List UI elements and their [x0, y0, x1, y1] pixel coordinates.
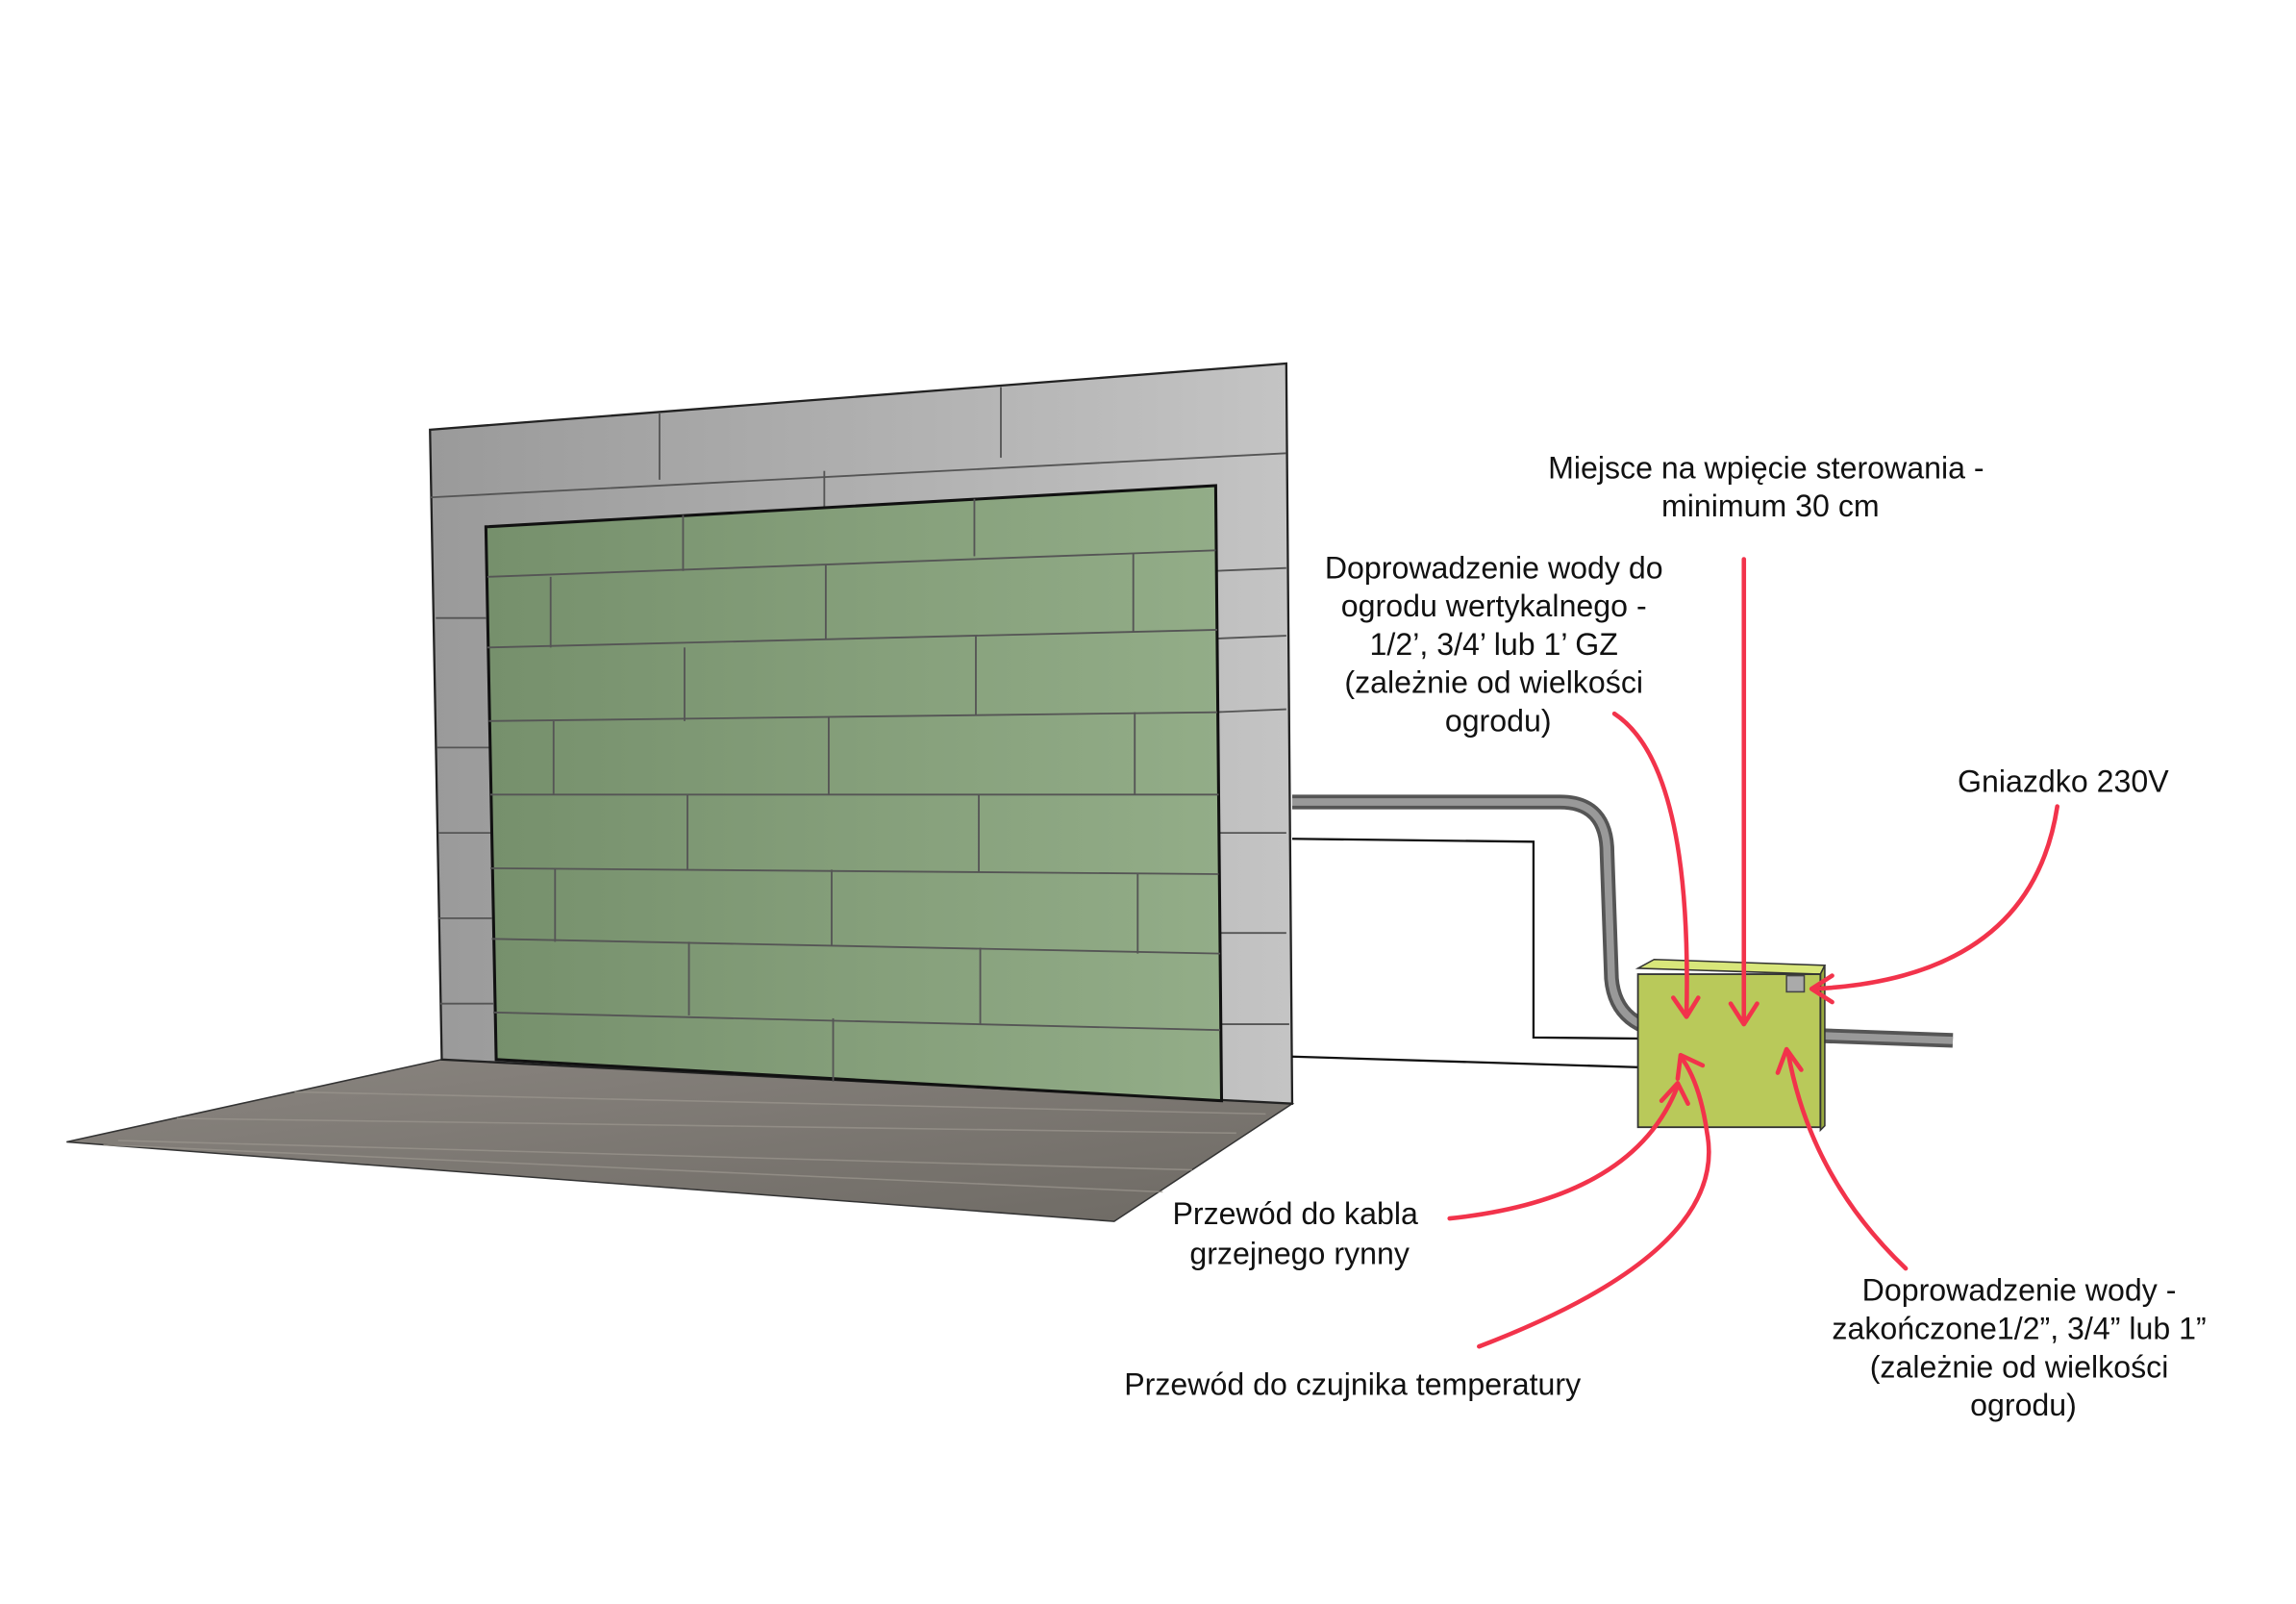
socket-icon: [1785, 974, 1806, 993]
cables: [1291, 838, 1675, 1070]
label-water-supply: Doprowadzenie wody - zakończone1/2”, 3/4…: [1832, 1273, 2214, 1422]
green-wall-panel: [484, 484, 1224, 1103]
junction-box: [1635, 958, 1827, 1133]
label-water-vertical-garden: Doprowadzenie wody do ogrodu wertykalneg…: [1325, 550, 1672, 738]
annotation-arrows: [1447, 557, 2060, 1349]
label-temperature-sensor-cable: Przewód do czujnika temperatury: [1124, 1367, 1581, 1402]
label-control-connection: Miejsce na wpięcie sterowania - minimum …: [1548, 450, 1992, 523]
label-socket-230v: Gniazdko 230V: [1958, 764, 2169, 798]
floor-paving: [66, 1059, 1295, 1222]
water-pipe: [1291, 794, 1954, 1048]
label-gutter-heating-cable: Przewód do kabla grzejnego rynny: [1172, 1196, 1426, 1270]
